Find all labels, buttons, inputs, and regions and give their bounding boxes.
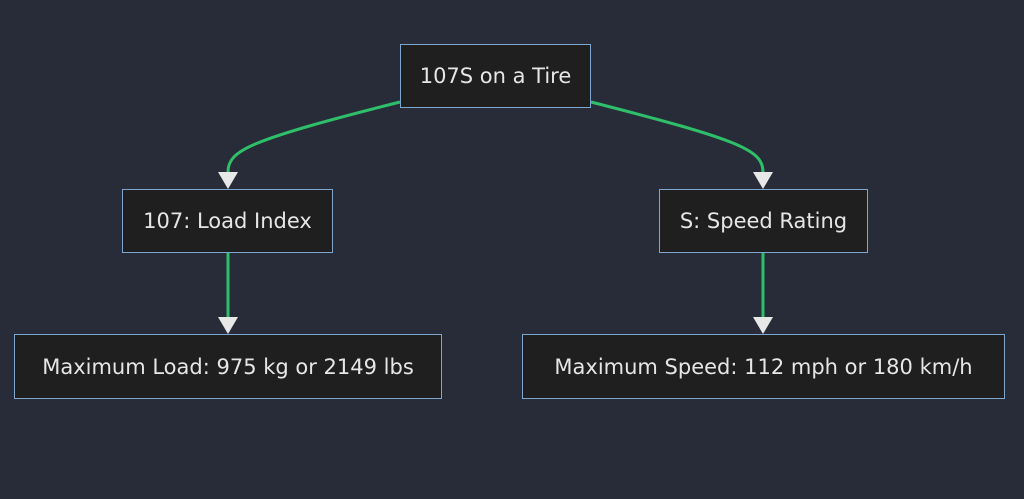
node-speed-rating: S: Speed Rating — [659, 189, 868, 253]
node-load-index: 107: Load Index — [122, 189, 333, 253]
edge-root-to-load-index — [226, 100, 401, 173]
node-load-index-label: 107: Load Index — [143, 209, 312, 233]
node-root-label: 107S on a Tire — [419, 64, 572, 88]
edge-root-to-speed-rating — [590, 100, 765, 173]
arrowhead-load-index — [218, 172, 238, 189]
arrowhead-max-speed — [753, 317, 773, 334]
node-root: 107S on a Tire — [400, 44, 591, 108]
node-max-load: Maximum Load: 975 kg or 2149 lbs — [14, 334, 442, 399]
arrowhead-max-load — [218, 317, 238, 334]
node-max-load-label: Maximum Load: 975 kg or 2149 lbs — [42, 354, 414, 379]
node-max-speed-label: Maximum Speed: 112 mph or 180 km/h — [554, 354, 973, 379]
node-max-speed: Maximum Speed: 112 mph or 180 km/h — [522, 334, 1005, 399]
node-speed-rating-label: S: Speed Rating — [679, 209, 848, 233]
arrowhead-speed-rating — [753, 172, 773, 189]
